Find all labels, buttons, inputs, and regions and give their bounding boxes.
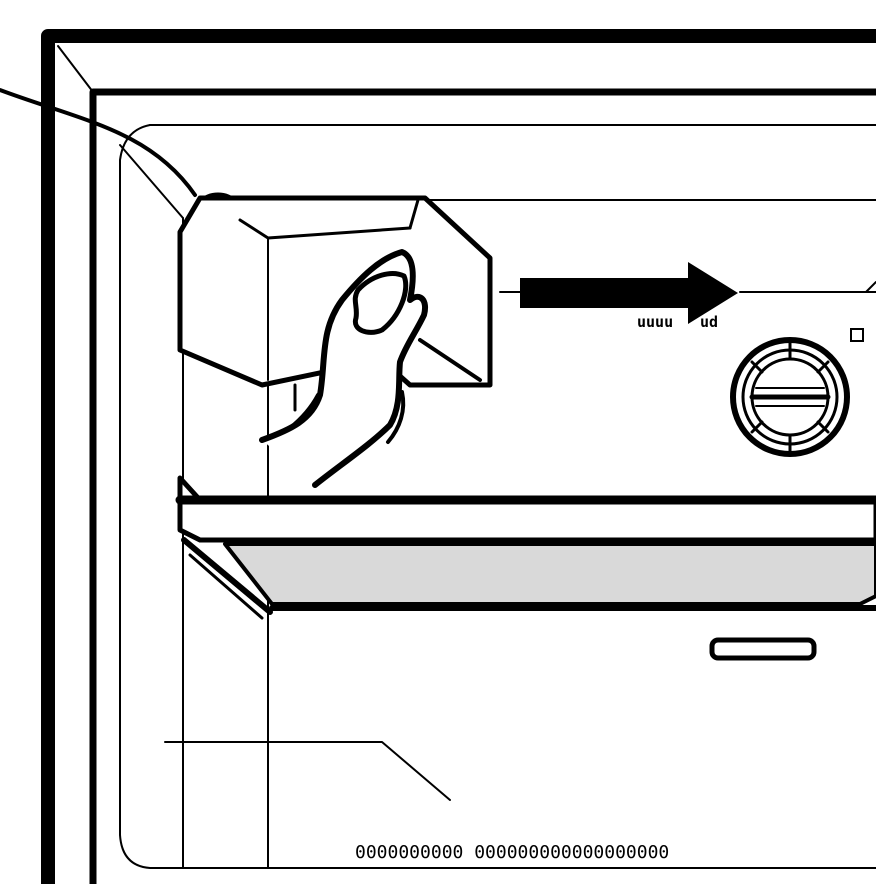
drawer-handle — [709, 637, 817, 661]
label-top: uuuu — [637, 313, 673, 331]
temperature-knob — [730, 337, 850, 457]
indicator-square — [850, 328, 864, 342]
outer-frame — [41, 29, 876, 884]
hand — [259, 249, 428, 488]
label-bottom: 0000000000 000000000000000000 — [355, 842, 669, 863]
direction-arrow — [499, 262, 876, 324]
label-top-tail: ud — [700, 313, 718, 331]
pointer-line — [0, 88, 197, 197]
lower-contour — [164, 741, 451, 801]
shelf — [175, 475, 876, 620]
